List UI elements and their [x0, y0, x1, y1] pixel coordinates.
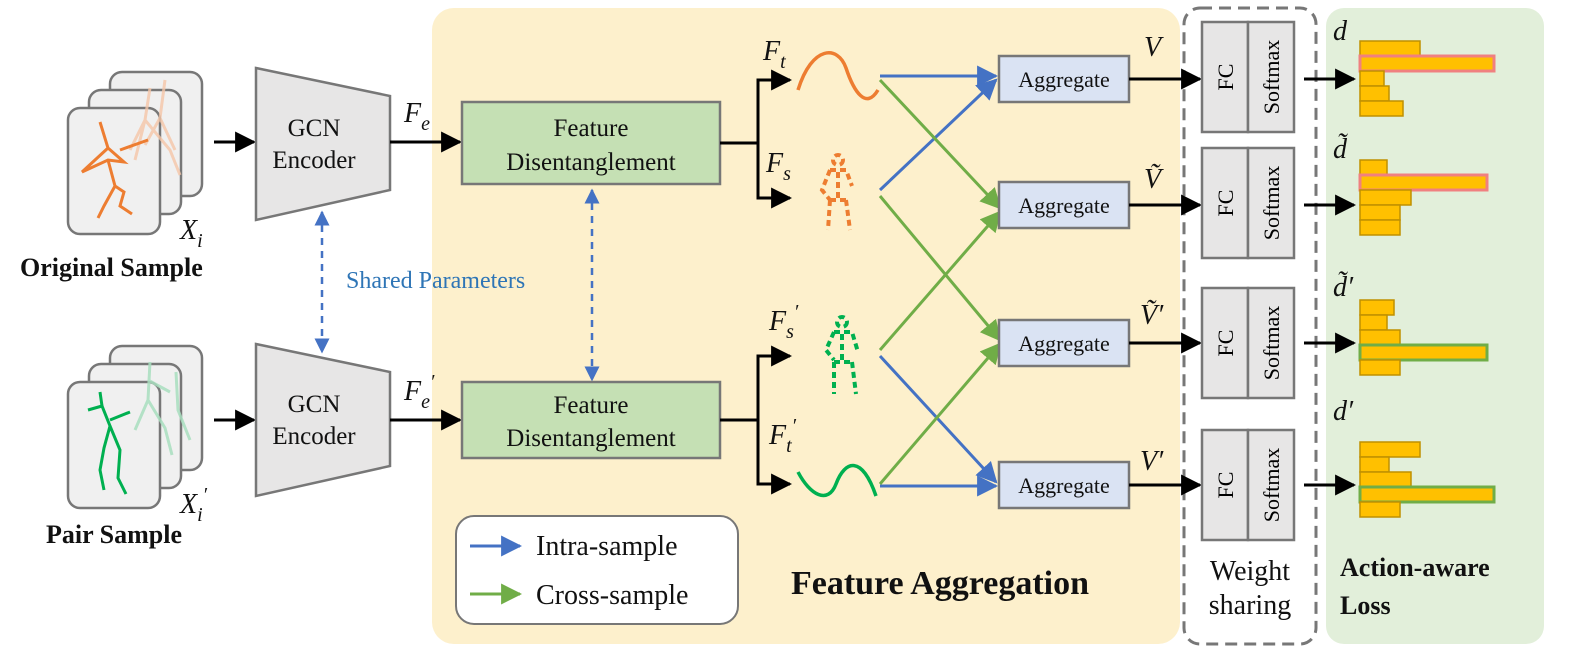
loss-title-line1: Action-aware	[1340, 553, 1490, 582]
original-sample-label: Original Sample	[20, 253, 203, 282]
histogram-3	[1358, 299, 1489, 376]
svg-text:GCN: GCN	[288, 391, 341, 418]
histogram-bar	[1359, 314, 1388, 331]
histogram-bar	[1359, 501, 1401, 518]
legend: Intra-sample Cross-sample	[455, 515, 739, 625]
feature-disentanglement-bottom: Feature Disentanglement	[460, 380, 722, 460]
histogram-bar	[1359, 159, 1388, 176]
svg-text:Aggregate: Aggregate	[1018, 473, 1110, 498]
output-v-prime: V′	[1140, 446, 1164, 477]
output-v: V	[1144, 32, 1164, 63]
histogram-bar	[1358, 485, 1496, 504]
feature-disentanglement-top: Feature Disentanglement	[460, 100, 722, 186]
fc-label: FC	[1213, 64, 1238, 91]
green-static-skeleton-icon	[823, 315, 860, 395]
softmax-label: Softmax	[1259, 166, 1284, 241]
aggregate-box-4: Aggregate	[997, 460, 1131, 510]
classifier-block-4: FC Softmax	[1200, 428, 1296, 542]
weight-sharing-frame	[1182, 6, 1318, 646]
gcn-encoder-bottom: GCN Encoder	[254, 342, 392, 498]
output-v-tilde-prime: Ṽ′	[1140, 300, 1164, 331]
histogram-bar	[1359, 85, 1390, 102]
output-v-tilde: Ṽ	[1144, 164, 1164, 195]
fe-label: Fe	[403, 98, 430, 135]
svg-text:Aggregate: Aggregate	[1018, 193, 1110, 218]
classifier-block-3: FC Softmax	[1200, 286, 1296, 400]
feature-aggregation-title: Feature Aggregation	[791, 565, 1089, 602]
svg-text:Aggregate: Aggregate	[1018, 331, 1110, 356]
dist-d-tilde: d̃	[1333, 133, 1349, 165]
histogram-bar	[1359, 299, 1395, 316]
dist-d: d	[1333, 16, 1348, 47]
dist-d-prime: d′	[1333, 396, 1354, 427]
loss-title-line2: Loss	[1340, 591, 1391, 620]
green-skeleton-icon	[87, 391, 131, 495]
histogram-bar	[1359, 189, 1412, 206]
histogram-bar	[1358, 54, 1496, 73]
orange-skeleton-icon	[80, 121, 149, 219]
svg-text:Feature: Feature	[554, 115, 629, 142]
fc-label: FC	[1213, 472, 1238, 499]
classifier-block-2: FC Softmax	[1200, 146, 1296, 260]
fs-prime-label: Fs′	[768, 301, 799, 343]
histogram-bar	[1359, 456, 1390, 473]
aggregate-box-3: Aggregate	[997, 318, 1131, 368]
softmax-label: Softmax	[1259, 40, 1284, 115]
histogram-bar	[1359, 441, 1421, 458]
histogram-2	[1358, 159, 1489, 236]
orange-static-skeleton-icon	[819, 153, 854, 231]
histogram-bar	[1359, 204, 1401, 221]
legend-intra-label: Intra-sample	[536, 531, 678, 562]
histogram-4	[1358, 441, 1496, 518]
pair-sample-label: Pair Sample	[46, 520, 182, 549]
pair-sample-stack	[66, 344, 204, 510]
loss-panel	[1326, 8, 1544, 644]
dist-d-tilde-prime: d̃′	[1333, 271, 1354, 303]
original-sample-stack	[66, 70, 204, 236]
aggregate-box-1: Aggregate	[997, 54, 1131, 104]
histogram-bar	[1358, 343, 1489, 362]
temporal-wave-prime-icon	[796, 463, 878, 498]
svg-text:Encoder: Encoder	[272, 147, 356, 174]
svg-text:Encoder: Encoder	[272, 423, 356, 450]
legend-cross-label: Cross-sample	[536, 580, 688, 611]
gcn-encoder-top: GCN Encoder	[254, 66, 392, 222]
histogram-bar	[1359, 100, 1404, 117]
histogram-bar	[1359, 359, 1401, 376]
fc-label: FC	[1213, 190, 1238, 217]
svg-text:GCN: GCN	[288, 115, 341, 142]
histogram-bar	[1359, 329, 1401, 346]
svg-text:Disentanglement: Disentanglement	[506, 149, 675, 176]
fe-prime-label: Fe′	[403, 371, 435, 413]
softmax-label: Softmax	[1259, 448, 1284, 523]
histogram-1	[1358, 40, 1496, 117]
aggregate-box-2: Aggregate	[997, 180, 1131, 230]
svg-text:Aggregate: Aggregate	[1018, 67, 1110, 92]
histogram-bar	[1359, 219, 1401, 236]
fc-label: FC	[1213, 330, 1238, 357]
histogram-bar	[1358, 173, 1489, 192]
svg-text:Disentanglement: Disentanglement	[506, 425, 675, 452]
histogram-bar	[1359, 70, 1385, 87]
original-symbol: Xi	[179, 215, 203, 252]
pair-symbol: Xi′	[179, 484, 208, 526]
temporal-wave-icon	[796, 51, 880, 101]
classifier-block-1: FC Softmax	[1200, 20, 1296, 134]
svg-text:Feature: Feature	[554, 392, 629, 419]
shared-parameters-label: Shared Parameters	[346, 268, 525, 294]
weight-sharing-line2: sharing	[1209, 590, 1291, 621]
weight-sharing-line1: Weight	[1210, 556, 1290, 587]
histogram-bar	[1359, 471, 1412, 488]
softmax-label: Softmax	[1259, 306, 1284, 381]
histogram-bar	[1359, 40, 1421, 57]
